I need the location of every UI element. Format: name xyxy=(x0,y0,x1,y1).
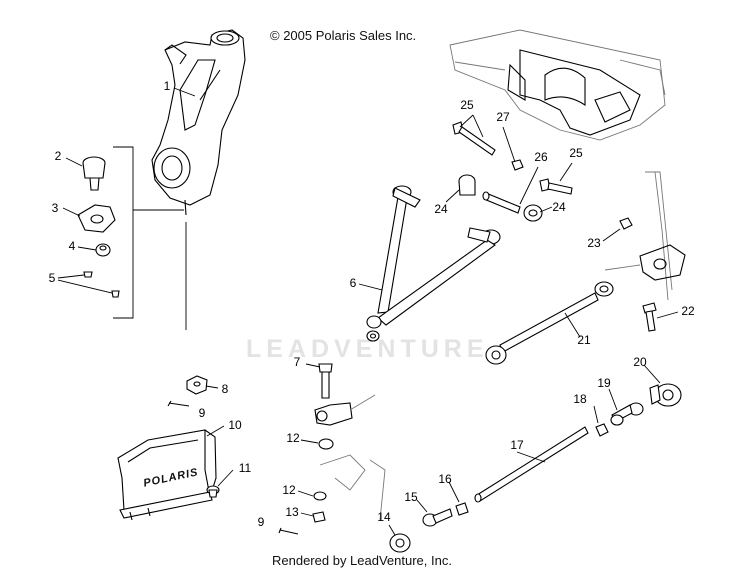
callout-13[interactable]: 13 xyxy=(285,505,299,519)
callout-25-upper[interactable]: 25 xyxy=(460,98,474,112)
callout-12-lower[interactable]: 12 xyxy=(282,483,296,497)
tie-rod xyxy=(485,281,614,365)
leader-lines xyxy=(57,87,679,536)
nut-8 xyxy=(186,375,208,395)
small-screws xyxy=(83,271,120,298)
callout-23[interactable]: 23 xyxy=(587,236,601,250)
callout-10[interactable]: 10 xyxy=(228,418,242,432)
callout-15[interactable]: 15 xyxy=(404,490,418,504)
callout-7[interactable]: 7 xyxy=(293,355,301,369)
callout-26[interactable]: 26 xyxy=(534,150,548,164)
steering-bracket xyxy=(314,394,376,426)
callout-18[interactable]: 18 xyxy=(573,392,587,406)
watermark: LEADVENTURE xyxy=(246,335,489,363)
nut-27 xyxy=(511,159,524,171)
spindle xyxy=(151,29,246,216)
lower-bracket xyxy=(319,454,386,521)
callout-4[interactable]: 4 xyxy=(68,239,76,253)
callout-9-upper[interactable]: 9 xyxy=(198,406,206,420)
rod-end xyxy=(649,383,682,407)
bolts-25 xyxy=(452,121,573,195)
nut-23 xyxy=(619,217,633,230)
callout-20[interactable]: 20 xyxy=(633,355,647,369)
a-arm xyxy=(366,185,501,342)
nut-16 xyxy=(455,502,469,516)
callout-25-lower[interactable]: 25 xyxy=(569,146,583,160)
steering-rod xyxy=(474,426,589,503)
frame-section xyxy=(449,29,666,141)
flange-plate xyxy=(77,204,116,233)
strut-assembly xyxy=(604,171,686,301)
callout-5[interactable]: 5 xyxy=(48,271,56,285)
callout-19[interactable]: 19 xyxy=(597,376,611,390)
callout-6[interactable]: 6 xyxy=(349,276,357,290)
rod-end-14 xyxy=(389,533,411,553)
cotter-pins xyxy=(167,400,299,535)
bolt-22 xyxy=(642,302,657,332)
callout-21[interactable]: 21 xyxy=(577,333,591,347)
callout-8[interactable]: 8 xyxy=(221,382,229,396)
copyright-text: © 2005 Polaris Sales Inc. xyxy=(270,28,417,43)
callout-12-upper[interactable]: 12 xyxy=(286,431,300,445)
nut-13 xyxy=(312,511,326,523)
callout-24-right[interactable]: 24 xyxy=(552,200,566,214)
washers-12 xyxy=(313,438,334,501)
nut-18 xyxy=(595,423,609,437)
bushings xyxy=(458,174,543,222)
callout-14[interactable]: 14 xyxy=(377,510,391,524)
footer-text: Rendered by LeadVenture, Inc. xyxy=(272,553,452,568)
screw-11 xyxy=(206,485,220,498)
bolt-7 xyxy=(318,363,333,399)
callout-27[interactable]: 27 xyxy=(496,110,510,124)
rod-end-15 xyxy=(422,508,453,527)
jam-nut-19 xyxy=(610,402,644,426)
callout-16[interactable]: 16 xyxy=(438,472,452,486)
callout-24-left[interactable]: 24 xyxy=(434,202,448,216)
castle-nut xyxy=(95,243,111,257)
callout-1[interactable]: 1 xyxy=(163,79,171,93)
group-bracket xyxy=(113,146,187,330)
callout-22[interactable]: 22 xyxy=(681,304,695,318)
pivot-shaft xyxy=(482,191,521,214)
callout-9-lower[interactable]: 9 xyxy=(257,515,265,529)
callout-11[interactable]: 11 xyxy=(238,461,252,475)
ball-joint xyxy=(82,156,106,191)
callout-17[interactable]: 17 xyxy=(510,438,524,452)
callout-3[interactable]: 3 xyxy=(51,201,59,215)
callout-2[interactable]: 2 xyxy=(54,149,62,163)
